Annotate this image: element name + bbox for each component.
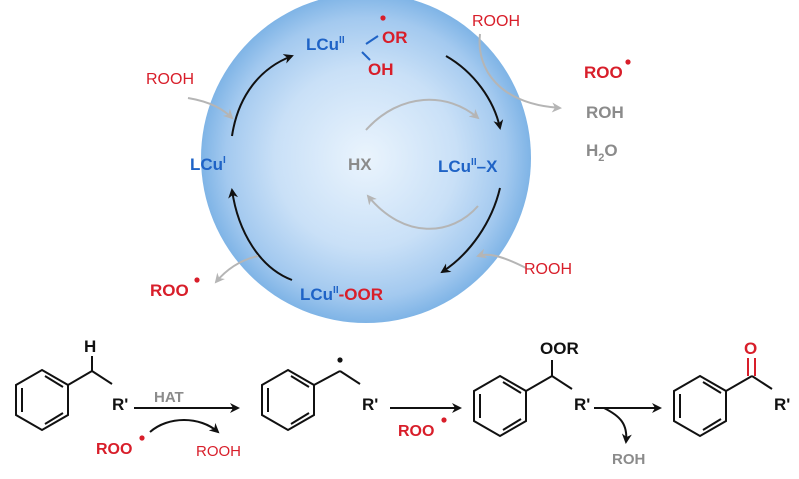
svg-text:LCuII: LCuII — [306, 35, 345, 54]
rooh-scheme-out: ROOH — [196, 443, 241, 460]
label-hx: HX — [348, 155, 372, 174]
arrow-peroxo-to-lcux — [445, 55, 504, 130]
roo-scheme-in: ROO — [96, 441, 132, 458]
rooh-top-right: ROOH — [472, 13, 520, 30]
label-r-prime-3: R' — [574, 395, 590, 414]
arrow-roo-to-rooh — [149, 419, 220, 434]
molecule-peroxide — [473, 360, 573, 438]
molecule-substrate — [15, 356, 113, 432]
label-r-prime-2: R' — [362, 395, 378, 414]
label-r-prime-4: R' — [774, 395, 790, 414]
arrow-hx-uptake — [366, 194, 479, 230]
roo-radical-left: ROO — [150, 281, 189, 300]
radical-dot-left — [194, 277, 200, 283]
radical-dot-right — [625, 59, 631, 65]
radical-dot-roo-in — [139, 435, 145, 441]
label-lcu2-x: LCuII–X — [438, 157, 498, 176]
radical-dot-benzyl — [337, 357, 343, 363]
label-oor: OOR — [540, 339, 579, 358]
radical-dot-step2 — [441, 417, 447, 423]
arrow-lcux-to-oor — [440, 187, 501, 274]
arrow-roo-out-left — [214, 255, 259, 284]
arrow-rooh-in-bottom-right — [476, 248, 527, 269]
label-lcu2-oor: LCuII-OOR — [300, 285, 383, 304]
roo-radical-right: ROO — [584, 63, 623, 82]
catalyst-sphere — [201, 0, 531, 323]
molecule-radical — [261, 368, 361, 432]
label-r-prime-1: R' — [112, 395, 128, 414]
roh-product: ROH — [586, 103, 624, 122]
label-lcu1: LCuI — [190, 155, 226, 174]
label-lcu2-peroxo: LCuII OR OH — [306, 15, 408, 79]
svg-text:OR: OR — [382, 28, 408, 47]
arrow-hx-release — [365, 98, 480, 131]
label-hat: HAT — [154, 389, 184, 406]
rooh-bottom-right: ROOH — [524, 261, 572, 278]
arrow-rooh-in-top-right — [478, 33, 562, 113]
scheme-structures — [15, 356, 773, 444]
roh-scheme-out: ROH — [612, 451, 645, 468]
svg-text:OH: OH — [368, 60, 394, 79]
label-h-atom: H — [84, 337, 96, 356]
molecule-ketone — [673, 358, 773, 438]
arrow-roh-out — [603, 407, 632, 444]
roo-scheme-step2: ROO — [398, 423, 434, 440]
label-carbonyl-o: O — [744, 339, 757, 358]
water-product: H2O — [586, 141, 618, 164]
arrow-oor-to-lcu1 — [228, 188, 293, 281]
arrow-lcu1-to-peroxo — [231, 54, 294, 137]
arrow-rooh-in-left — [187, 97, 234, 120]
rooh-left: ROOH — [146, 71, 194, 88]
